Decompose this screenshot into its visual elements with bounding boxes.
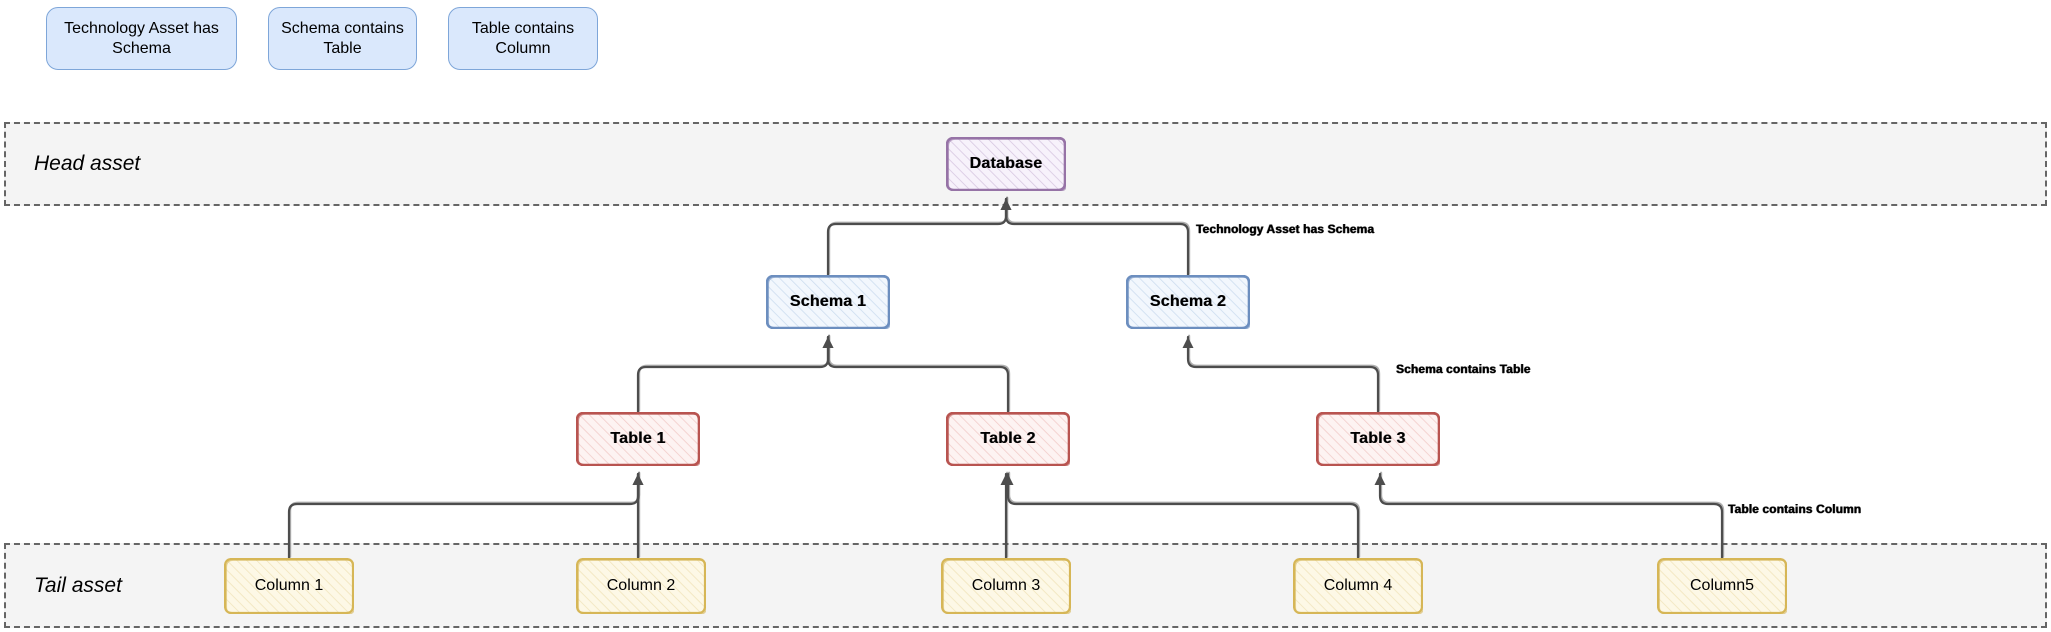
node-shape bbox=[941, 558, 1071, 614]
node-shape bbox=[766, 275, 890, 329]
node-label: Column 2 bbox=[606, 576, 676, 594]
node-table2[interactable]: Table 2 bbox=[946, 412, 1070, 466]
node-label: Column 1 bbox=[254, 576, 324, 594]
node-table3[interactable]: Table 3 bbox=[1316, 412, 1440, 466]
node-label: Table 3 bbox=[1350, 429, 1406, 447]
node-shape bbox=[1657, 558, 1787, 614]
node-column4[interactable]: Column 4 bbox=[1293, 558, 1423, 614]
node-schema1[interactable]: Schema 1 bbox=[766, 275, 890, 329]
legend-chip[interactable]: Schema contains Table bbox=[268, 7, 417, 70]
edge-table3-schema2 bbox=[1182, 334, 1381, 414]
node-column5[interactable]: Column5 bbox=[1657, 558, 1787, 614]
label-table-contains-column: Table contains Column bbox=[1728, 502, 1862, 516]
node-label: Table 2 bbox=[980, 429, 1036, 447]
node-shape bbox=[576, 558, 706, 614]
node-label: Schema 1 bbox=[789, 292, 867, 310]
edge-table2-schema1 bbox=[822, 334, 1011, 414]
node-label: Column5 bbox=[1689, 576, 1755, 594]
node-column3[interactable]: Column 3 bbox=[941, 558, 1071, 614]
node-shape bbox=[1293, 558, 1423, 614]
node-label: Database bbox=[969, 154, 1043, 172]
legend-chip[interactable]: Technology Asset has Schema bbox=[46, 7, 237, 70]
swimlane-label: Tail asset bbox=[34, 573, 122, 597]
node-label: Column 3 bbox=[971, 576, 1041, 594]
node-column1[interactable]: Column 1 bbox=[224, 558, 354, 614]
node-shape bbox=[576, 412, 700, 466]
swimlane-head-asset: Head asset bbox=[4, 122, 2047, 206]
node-database[interactable]: Database bbox=[946, 137, 1066, 191]
node-shape bbox=[946, 137, 1066, 191]
node-shape bbox=[224, 558, 354, 614]
node-table1[interactable]: Table 1 bbox=[576, 412, 700, 466]
edge-schema1-database bbox=[826, 196, 1012, 277]
node-shape bbox=[1316, 412, 1440, 466]
label-technology-asset-has-schema: Technology Asset has Schema bbox=[1196, 222, 1375, 236]
legend-chip[interactable]: Table contains Column bbox=[448, 7, 598, 70]
label-schema-contains-table: Schema contains Table bbox=[1396, 362, 1531, 376]
edge-table1-schema1 bbox=[636, 334, 834, 414]
node-label: Schema 2 bbox=[1149, 292, 1227, 310]
swimlane-label: Head asset bbox=[34, 152, 141, 175]
edge-schema2-database bbox=[1000, 196, 1191, 277]
node-shape bbox=[1126, 275, 1250, 329]
node-column2[interactable]: Column 2 bbox=[576, 558, 706, 614]
node-label: Column 4 bbox=[1323, 576, 1393, 594]
node-schema2[interactable]: Schema 2 bbox=[1126, 275, 1250, 329]
node-label: Table 1 bbox=[610, 429, 666, 447]
node-shape bbox=[946, 412, 1070, 466]
